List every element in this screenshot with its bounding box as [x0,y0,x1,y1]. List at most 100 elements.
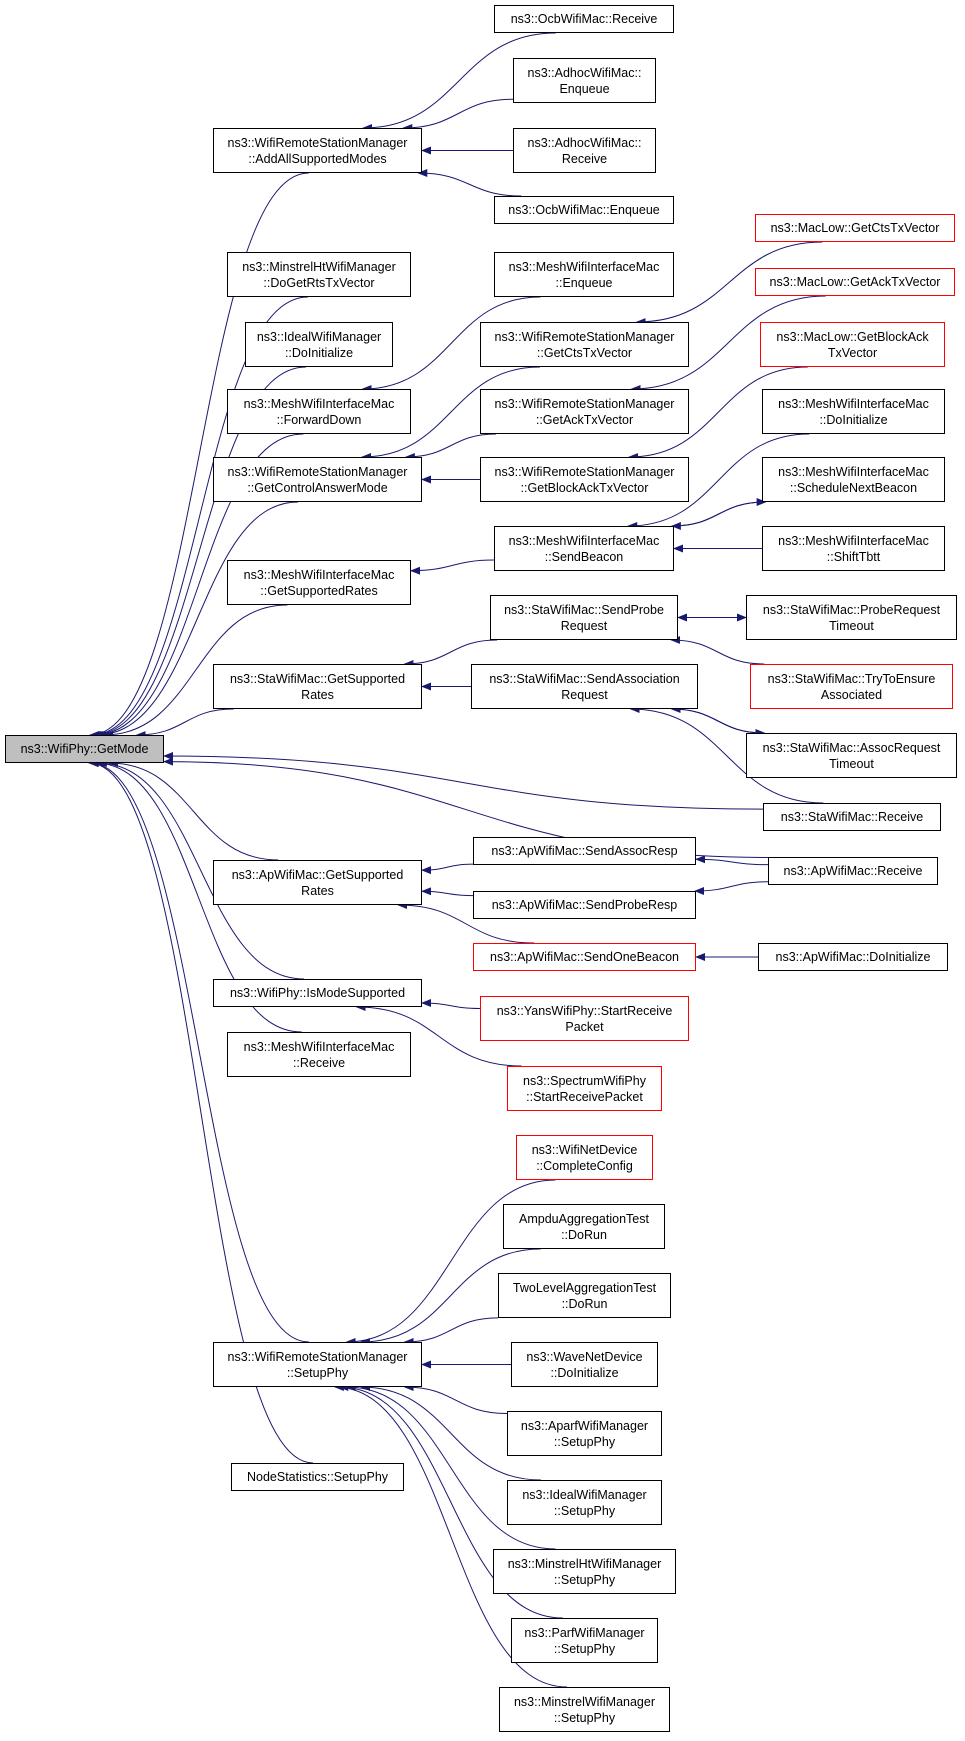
graph-node[interactable]: ns3::IdealWifiManager::DoInitialize [245,322,393,367]
call-edge [362,32,556,132]
graph-node[interactable]: ns3::MinstrelHtWifiManager::SetupPhy [493,1549,676,1594]
graph-node-label: ns3::MeshWifiInterfaceMac [508,259,660,274]
graph-node[interactable]: ns3::WaveNetDevice::DoInitialize [511,1342,658,1387]
graph-node-label: ::SetupPhy [553,1710,616,1725]
graph-node[interactable]: ns3::ApWifiMac::SendOneBeacon [473,943,696,971]
graph-node[interactable]: ns3::MeshWifiInterfaceMac::Receive [227,1032,411,1077]
graph-node[interactable]: ns3::MeshWifiInterfaceMac::Enqueue [494,252,674,297]
graph-node-label: ns3::MinstrelWifiManager [513,1694,655,1709]
graph-node[interactable]: NodeStatistics::SetupPhy [231,1463,404,1491]
graph-node-label: ::CompleteConfig [536,1158,633,1173]
graph-node[interactable]: ns3::MinstrelWifiManager::SetupPhy [499,1687,670,1732]
graph-node-label: Request [560,618,608,633]
graph-node-label: ns3::StaWifiMac::SendAssociation [489,671,680,686]
graph-node[interactable]: ns3::WifiRemoteStationManager::SetupPhy [213,1342,422,1387]
graph-node-label: ns3::MeshWifiInterfaceMac [778,396,929,411]
graph-node[interactable]: ns3::WifiRemoteStationManager::GetContro… [213,457,422,502]
call-edge [360,1383,541,1481]
graph-node[interactable]: ns3::WifiRemoteStationManager::GetAckTxV… [480,389,689,434]
graph-node-label: ::SetupPhy [286,1365,349,1380]
graph-node-label: ns3::WifiRemoteStationManager [227,1349,408,1364]
graph-node[interactable]: ns3::ApWifiMac::Receive [768,857,938,885]
graph-node-label: ns3::MeshWifiInterfaceMac [508,533,660,548]
call-edge [94,759,302,1033]
call-edge [628,366,808,461]
graph-node-label: ns3::StaWifiMac::Receive [780,810,924,824]
graph-node-label: ::GetControlAnswerMode [247,480,388,495]
graph-node[interactable]: AmpduAggregationTest::DoRun [503,1204,665,1249]
graph-node[interactable]: ns3::MacLow::GetAckTxVector [755,268,955,296]
graph-node-label: ::ShiftTbtt [826,549,881,564]
graph-node-label: ns3::StaWifiMac::GetSupported [229,671,406,686]
call-edge [421,887,474,897]
graph-node[interactable]: ns3::StaWifiMac::Receive [763,803,941,831]
graph-node-label: Rates [301,883,334,898]
graph-node-label: ns3::MeshWifiInterfaceMac [778,533,929,548]
graph-node-label: Rates [301,687,334,702]
graph-node[interactable]: ns3::MinstrelHtWifiManager::DoGetRtsTxVe… [227,252,411,297]
graph-node[interactable]: ns3::ApWifiMac::DoInitialize [758,943,948,971]
call-edge [361,296,541,393]
graph-node-label: ::SetupPhy [553,1641,616,1656]
graph-node[interactable]: ns3::AdhocWifiMac::Enqueue [513,58,656,103]
graph-node[interactable]: ns3::WifiRemoteStationManager::GetBlockA… [480,457,689,502]
graph-node-label: ns3::MeshWifiInterfaceMac [243,1039,395,1054]
call-edge [671,498,767,527]
graph-node[interactable]: ns3::WifiRemoteStationManager::AddAllSup… [213,128,422,173]
graph-node[interactable]: ns3::ApWifiMac::SendProbeResp [473,891,696,919]
graph-node-label: Request [561,687,608,702]
graph-node-label: NodeStatistics::SetupPhy [246,1470,389,1484]
graph-node-label: ::SetupPhy [553,1572,616,1587]
graph-node[interactable]: ns3::OcbWifiMac::Receive [494,5,674,33]
call-edge [88,759,309,1343]
call-edge [107,759,279,861]
call-edge [333,1383,568,1688]
graph-node-label: ns3::AdhocWifiMac:: [527,135,642,150]
graph-node-label: ns3::WaveNetDevice [526,1349,643,1364]
graph-node[interactable]: ns3::MeshWifiInterfaceMac::ShiftTbtt [762,526,945,571]
call-edge [404,433,497,461]
graph-node[interactable]: ns3::MeshWifiInterfaceMac::DoInitialize [762,389,945,434]
graph-node-label: ::Receive [292,1055,346,1070]
graph-node[interactable]: TwoLevelAggregationTest::DoRun [498,1273,671,1318]
call-edge [403,1317,499,1346]
graph-node[interactable]: ns3::WifiPhy::IsModeSupported [213,979,422,1007]
graph-node[interactable]: ns3::IdealWifiManager::SetupPhy [507,1480,662,1525]
graph-node[interactable]: ns3::WifiNetDevice::CompleteConfig [516,1135,653,1180]
graph-node[interactable]: ns3::AdhocWifiMac::Receive [513,128,656,173]
graph-node[interactable]: ns3::OcbWifiMac::Enqueue [494,196,674,224]
graph-node[interactable]: ns3::ParfWifiManager::SetupPhy [511,1618,658,1663]
call-edge [630,295,826,393]
call-edge [417,169,522,197]
call-edge [403,639,498,668]
graph-node[interactable]: ns3::MacLow::GetCtsTxVector [755,214,955,242]
graph-node[interactable]: ns3::MeshWifiInterfaceMac::ScheduleNextB… [762,457,945,502]
graph-node-label: ::DoRun [561,1296,608,1311]
graph-node[interactable]: ns3::AparfWifiManager::SetupPhy [507,1411,662,1456]
graph-node-label: Associated [820,687,883,702]
graph-node[interactable]: ns3::SpectrumWifiPhy::StartReceivePacket [507,1066,662,1111]
graph-node-label: ns3::WifiNetDevice [531,1142,638,1157]
graph-node-label: ns3::WifiPhy::GetMode [20,742,149,756]
graph-node-label: ns3::StaWifiMac::AssocRequest [762,740,941,755]
graph-node-label: ::SetupPhy [553,1434,616,1449]
call-edge [695,855,769,866]
graph-node[interactable]: ns3::MeshWifiInterfaceMac::GetSupportedR… [227,560,411,605]
call-edge [103,604,288,739]
graph-node-label: Packet [565,1019,604,1034]
graph-node[interactable]: ns3::WifiRemoteStationManager::GetCtsTxV… [480,322,689,367]
graph-node[interactable]: ns3::MeshWifiInterfaceMac::SendBeacon [494,526,674,571]
graph-node[interactable]: ns3::ApWifiMac::SendAssocResp [473,837,696,865]
graph-node[interactable]: ns3::MeshWifiInterfaceMac::ForwardDown [227,389,411,434]
graph-node[interactable]: ns3::WifiPhy::GetMode [5,735,164,763]
call-edge [421,998,481,1010]
